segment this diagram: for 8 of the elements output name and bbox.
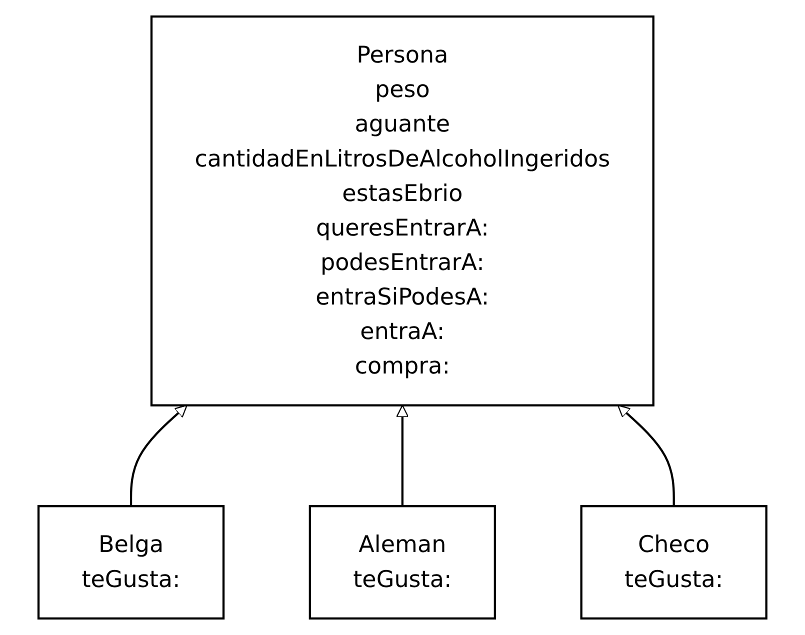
arrow <box>396 404 409 506</box>
arrow <box>617 404 675 506</box>
node-box <box>150 15 654 406</box>
node-box <box>580 505 768 620</box>
node-box <box>38 505 225 620</box>
class-diagram: Persona peso aguante cantidadEnLitrosDeAlcoholIngeridos estasEbrio queresEntrarA: podesEntrarA: entraSiPodesA: entraA: compra: Belga teGusta: Aleman teGusta: Checo teGusta: <box>27 5 778 630</box>
node-box <box>308 505 496 620</box>
arrow <box>130 404 188 506</box>
